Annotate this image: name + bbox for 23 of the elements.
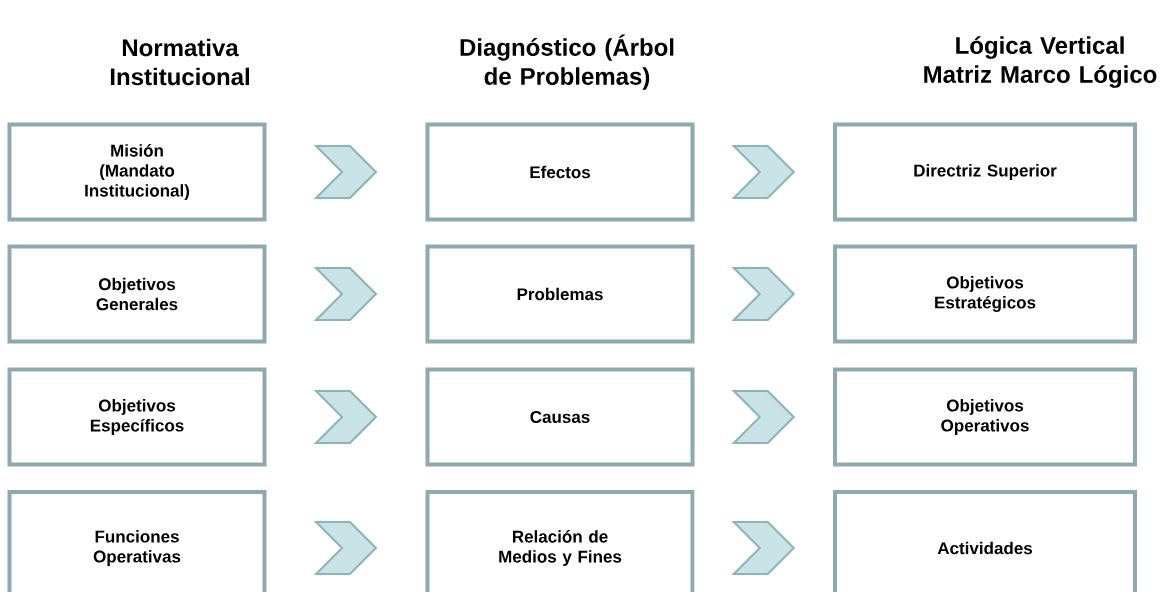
text-box: Directriz Superior: [833, 122, 1137, 222]
text-box: Efectos: [425, 122, 695, 222]
text-box: Misión (Mandato Institucional): [7, 122, 267, 222]
chevron-arrow: [313, 521, 378, 575]
text-box: Causas: [425, 367, 695, 467]
chevron-arrow: [731, 521, 796, 575]
text-box: Objetivos Operativos: [833, 367, 1137, 467]
column-heading: Lógica Vertical Matriz Marco Lógico: [924, 36, 1157, 88]
chevron-arrow: [731, 267, 796, 321]
chevron-arrow: [313, 267, 378, 321]
column-heading: Diagnóstico (Árbol de Problemas): [460, 34, 674, 90]
text-box: Objetivos Estratégicos: [833, 244, 1137, 344]
text-box: Actividades: [833, 490, 1137, 592]
text-box: Objetivos Específicos: [7, 367, 267, 467]
chevron-arrow: [313, 390, 378, 444]
chevron-arrow: [313, 145, 378, 199]
chevron-arrow: [731, 145, 796, 199]
column-heading: Normativa Institucional: [110, 38, 249, 86]
text-box: Objetivos Generales: [7, 244, 267, 344]
text-box: Funciones Operativas: [7, 490, 267, 592]
chevron-arrow: [731, 390, 796, 444]
text-box: Relación de Medios y Fines: [425, 490, 695, 592]
text-box: Problemas: [425, 244, 695, 344]
